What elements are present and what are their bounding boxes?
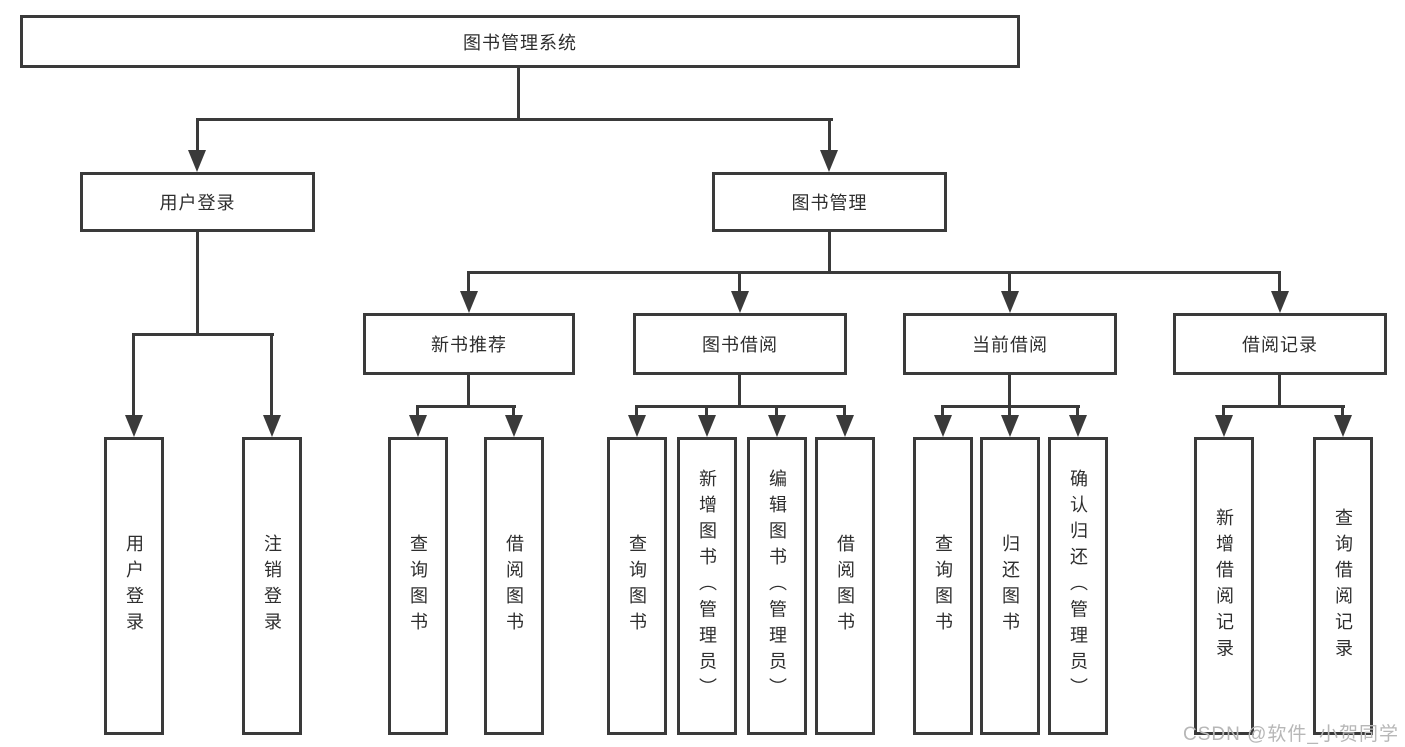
connector-line <box>738 375 741 408</box>
connector-line <box>467 271 1281 274</box>
node-label: 图书借阅 <box>702 335 778 355</box>
connector-arrow <box>731 291 749 313</box>
node-root: 图书管理系统 <box>20 15 1020 68</box>
leaf-confirm-return-admin: 确认归还（管理员） <box>1048 437 1108 735</box>
connector-arrow <box>820 150 838 172</box>
connector-arrow <box>505 415 523 437</box>
leaf-label: 查询图书 <box>408 533 428 639</box>
leaf-label: 注销登录 <box>262 533 282 639</box>
connector-arrow <box>628 415 646 437</box>
connector-line <box>517 68 520 121</box>
connector-line <box>1341 408 1344 418</box>
connector-arrow <box>409 415 427 437</box>
leaf-query-borrow-record: 查询借阅记录 <box>1313 437 1373 735</box>
connector-arrow <box>1001 415 1019 437</box>
node-current-borrowing: 当前借阅 <box>903 313 1117 375</box>
connector-arrow <box>263 415 281 437</box>
leaf-add-borrow-record: 新增借阅记录 <box>1194 437 1254 735</box>
leaf-borrow-books-1: 借阅图书 <box>484 437 544 735</box>
connector-line <box>270 336 273 418</box>
connector-arrow <box>836 415 854 437</box>
leaf-query-books-1: 查询图书 <box>388 437 448 735</box>
connector-line <box>1008 375 1011 408</box>
leaf-label: 用户登录 <box>124 533 144 639</box>
leaf-edit-books-admin: 编辑图书（管理员） <box>747 437 807 735</box>
leaf-add-books-admin: 新增图书（管理员） <box>677 437 737 735</box>
leaf-label: 新增借阅记录 <box>1214 507 1234 665</box>
connector-arrow <box>934 415 952 437</box>
node-label: 用户登录 <box>159 193 236 213</box>
node-borrowing-records: 借阅记录 <box>1173 313 1387 375</box>
node-new-book-recommend: 新书推荐 <box>363 313 575 375</box>
connector-line <box>1008 408 1011 418</box>
connector-line <box>635 408 638 418</box>
leaf-label: 新增图书（管理员） <box>697 468 717 704</box>
connector-arrow <box>1215 415 1233 437</box>
node-book-management: 图书管理 <box>712 172 947 232</box>
connector-line <box>1278 375 1281 408</box>
connector-line <box>196 118 833 121</box>
node-label: 借阅记录 <box>1242 335 1318 355</box>
connector-line <box>467 274 470 294</box>
connector-arrow <box>1334 415 1352 437</box>
node-label: 图书管理 <box>791 193 868 213</box>
leaf-label: 查询图书 <box>933 533 953 639</box>
connector-line <box>1222 408 1225 418</box>
connector-line <box>828 121 831 153</box>
connector-line <box>1278 274 1281 294</box>
leaf-logout: 注销登录 <box>242 437 302 735</box>
connector-line <box>738 274 741 294</box>
leaf-label: 查询借阅记录 <box>1333 507 1353 665</box>
connector-line <box>416 408 419 418</box>
connector-line <box>843 408 846 418</box>
connector-arrow <box>188 150 206 172</box>
leaf-query-books-2: 查询图书 <box>607 437 667 735</box>
leaf-label: 编辑图书（管理员） <box>767 468 787 704</box>
connector-line <box>941 405 1080 408</box>
node-label: 新书推荐 <box>431 335 507 355</box>
watermark: CSDN @软件_小贺同学 <box>1183 724 1399 745</box>
leaf-return-books: 归还图书 <box>980 437 1040 735</box>
leaf-label: 确认归还（管理员） <box>1068 468 1088 704</box>
connector-line <box>416 405 516 408</box>
connector-line <box>132 336 135 418</box>
leaf-label: 借阅图书 <box>835 533 855 639</box>
connector-line <box>775 408 778 418</box>
connector-arrow <box>1271 291 1289 313</box>
connector-arrow <box>1069 415 1087 437</box>
node-book-borrowing: 图书借阅 <box>633 313 847 375</box>
connector-line <box>1222 405 1345 408</box>
connector-line <box>705 408 708 418</box>
connector-line <box>196 121 199 153</box>
connector-arrow <box>125 415 143 437</box>
leaf-label: 归还图书 <box>1000 533 1020 639</box>
connector-arrow <box>460 291 478 313</box>
node-user-login: 用户登录 <box>80 172 315 232</box>
connector-line <box>512 408 515 418</box>
leaf-label: 查询图书 <box>627 533 647 639</box>
connector-line <box>196 232 199 336</box>
leaf-user-login: 用户登录 <box>104 437 164 735</box>
connector-arrow <box>768 415 786 437</box>
node-label: 当前借阅 <box>972 335 1048 355</box>
connector-arrow <box>698 415 716 437</box>
connector-line <box>635 405 846 408</box>
connector-arrow <box>1001 291 1019 313</box>
connector-line <box>941 408 944 418</box>
connector-line <box>132 333 274 336</box>
leaf-query-books-3: 查询图书 <box>913 437 973 735</box>
leaf-borrow-books-2: 借阅图书 <box>815 437 875 735</box>
leaf-label: 借阅图书 <box>504 533 524 639</box>
connector-line <box>1008 274 1011 294</box>
connector-line <box>1076 408 1079 418</box>
node-label: 图书管理系统 <box>463 32 577 53</box>
connector-line <box>828 232 831 274</box>
connector-line <box>467 375 470 408</box>
